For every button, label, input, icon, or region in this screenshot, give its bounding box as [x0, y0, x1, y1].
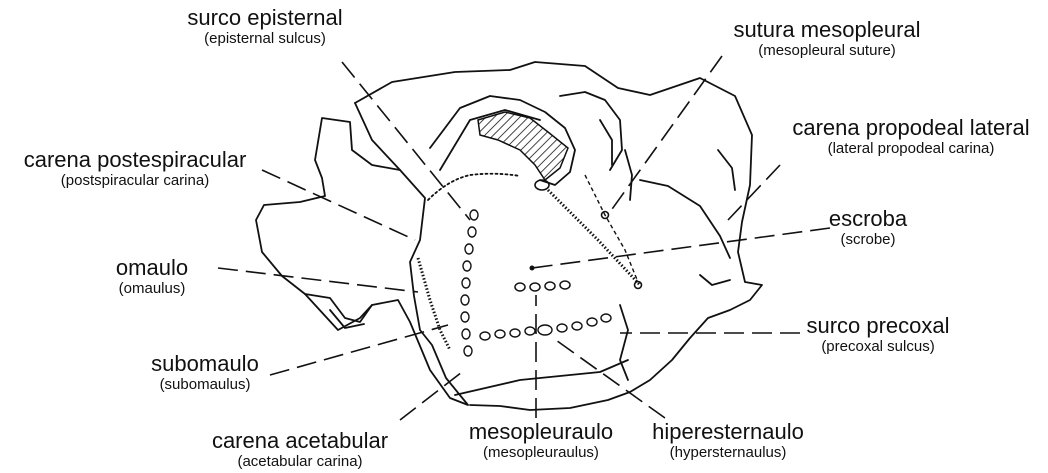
- leader-lines: [218, 56, 830, 420]
- label-subomaulo: subomaulo (subomaulus): [140, 352, 270, 393]
- label-carena-propodeal-lateral: carena propodeal lateral (lateral propod…: [780, 116, 1042, 157]
- leader-surco-episternal: [342, 62, 470, 220]
- leader-hiperesternaulo: [553, 338, 665, 418]
- leader-carena-acetabular: [400, 372, 462, 420]
- pronotum-outline: [256, 118, 468, 405]
- leader-sutura-mesopleural: [610, 56, 722, 212]
- label-surco-precoxal: surco precoxal (precoxal sulcus): [788, 314, 968, 355]
- leader-escroba: [532, 228, 830, 268]
- label-sutura-mesopleural: sutura mesopleural (mesopleural suture): [712, 18, 942, 59]
- hatched-region: [478, 112, 568, 180]
- label-escroba: escroba (scrobe): [818, 207, 918, 248]
- label-carena-postespiracular: carena postespiracular (postspiracular c…: [2, 148, 268, 189]
- label-carena-acetabular: carena acetabular (acetabular carina): [200, 429, 400, 470]
- label-mesopleuraulo: mesopleuraulo (mesopleuraulus): [456, 420, 626, 461]
- leader-carena-propodeal: [728, 165, 780, 220]
- omaulus-carina: [418, 258, 450, 350]
- hypersternaulus-beads: [480, 314, 611, 340]
- label-hiperesternaulo: hiperesternaulo (hypersternaulus): [638, 420, 818, 461]
- label-surco-episternal: surco episternal (episternal sulcus): [165, 6, 365, 47]
- mesopleural-suture: [548, 175, 640, 285]
- episternal-bead-chain: [461, 210, 478, 356]
- label-omaulo: omaulo (omaulus): [92, 256, 212, 297]
- mesopleuraulus-beads: [515, 281, 570, 291]
- leader-omaulo: [218, 268, 418, 292]
- leader-postespiracular: [262, 170, 415, 240]
- dorsal-outline: [355, 62, 762, 410]
